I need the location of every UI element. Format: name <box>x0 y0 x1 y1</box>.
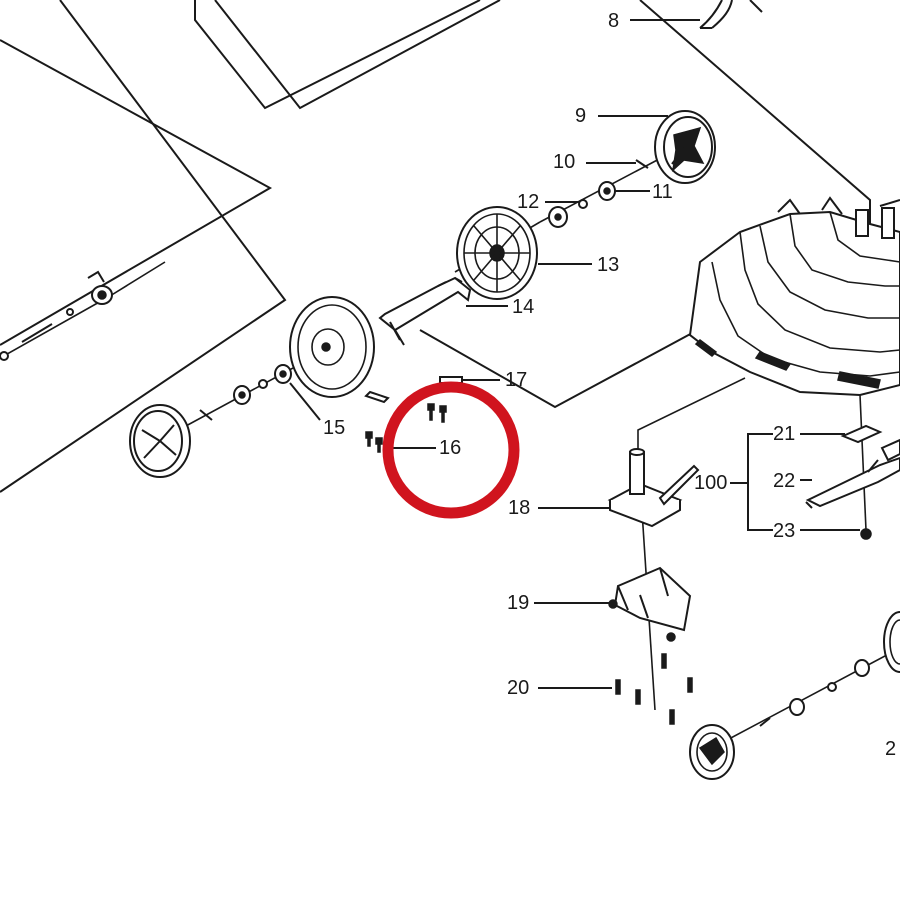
label-8: 8 <box>608 10 619 32</box>
front-hub-cap <box>129 404 191 478</box>
label-19: 19 <box>507 592 529 614</box>
outline-panels <box>0 0 871 493</box>
washer-11 <box>598 181 616 201</box>
label-13: 13 <box>597 254 619 276</box>
label-15: 15 <box>323 417 345 439</box>
pin-10 <box>635 159 649 169</box>
label-22: 22 <box>773 470 795 492</box>
label-16: 16 <box>439 437 461 459</box>
axle-bracket-14 <box>378 276 472 346</box>
label-23: 23 <box>773 520 795 542</box>
label-100: 100 <box>694 472 727 494</box>
label-20: 20 <box>507 677 529 699</box>
part-17-graphic <box>364 376 463 404</box>
left-small-parts <box>0 270 113 361</box>
lower-right-wheel <box>689 611 900 780</box>
label-18: 18 <box>508 497 530 519</box>
hub-cap-9 <box>654 110 716 184</box>
label-12: 12 <box>517 191 539 213</box>
label-11: 11 <box>652 181 673 203</box>
blade-group <box>805 424 900 540</box>
label-2-partial: 2 <box>885 738 896 760</box>
highlight-ring <box>382 381 520 519</box>
label-14: 14 <box>512 296 534 318</box>
screws-20 <box>615 653 693 725</box>
leader-lines <box>289 19 860 689</box>
part-labels: 8 9 10 11 12 13 14 15 16 17 18 19 20 21 … <box>323 10 896 760</box>
label-21: 21 <box>773 423 795 445</box>
blade-boss-19 <box>608 566 692 642</box>
part-8-graphic <box>699 0 763 29</box>
label-17: 17 <box>505 369 527 391</box>
blade-adapter-18 <box>607 448 700 528</box>
label-10: 10 <box>553 151 575 173</box>
rear-wheel-13 <box>456 206 538 300</box>
front-wheel-15 <box>289 296 375 398</box>
screws-16 <box>365 403 447 453</box>
blade-axis <box>637 377 867 711</box>
parts-12 <box>548 199 588 228</box>
front-washers <box>199 364 292 421</box>
mower-deck <box>688 196 900 397</box>
label-9: 9 <box>575 105 586 127</box>
